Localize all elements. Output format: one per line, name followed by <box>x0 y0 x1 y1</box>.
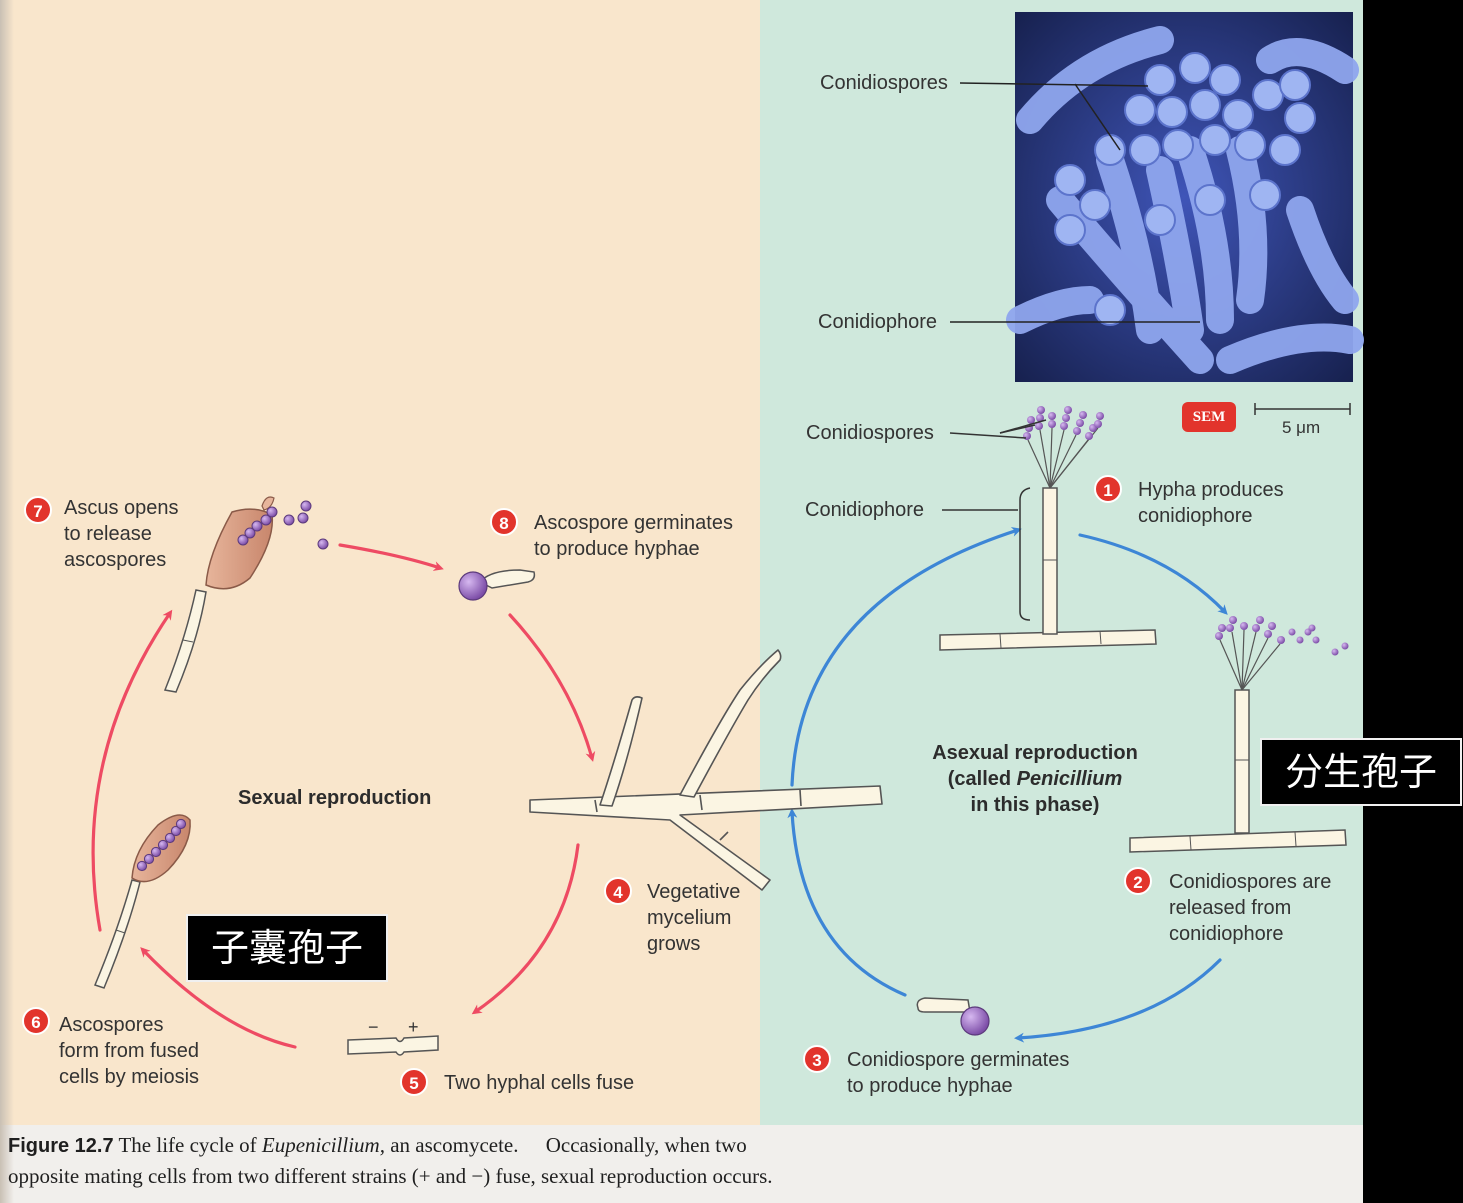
label-micro-conidiophore: Conidiophore <box>818 311 937 333</box>
arrow-4-to-5 <box>471 843 580 1015</box>
ascospore-chinese-label: 子囊孢子 <box>186 914 388 982</box>
vegetative-mycelium <box>529 649 883 891</box>
label-micro-conidiospores: Conidiospores <box>820 72 948 94</box>
scale-bar <box>1254 403 1351 415</box>
figure-title-species: Eupenicillium, <box>261 1133 385 1157</box>
page-fold-shadow <box>0 0 14 1203</box>
step-4-badge: 4 <box>604 877 632 905</box>
arrow-7-to-8 <box>338 543 444 571</box>
figure-title-post: an ascomycete. <box>384 1133 519 1157</box>
step-7-badge: 7 <box>24 496 52 524</box>
arrow-3-to-4 <box>787 808 907 997</box>
step-8-badge: 8 <box>490 508 518 536</box>
arrow-2-to-3 <box>1014 958 1222 1043</box>
germinating-conidiospore <box>916 997 990 1036</box>
caption-body-line-2: opposite mating cells from two different… <box>8 1164 773 1188</box>
arrow-6-to-7 <box>91 609 173 932</box>
step-1-badge: 1 <box>1094 475 1122 503</box>
asexual-reproduction-title: Asexual reproduction (called Penicillium… <box>932 742 1138 816</box>
caption-background <box>0 1125 1363 1203</box>
right-black-margin <box>1363 0 1463 1203</box>
label-drawing-conidiophore: Conidiophore <box>805 499 924 521</box>
figure-number: Figure 12.7 <box>8 1135 114 1157</box>
label-drawing-conidiospores: Conidiospores <box>806 422 934 444</box>
scale-bar-label: 5 μm <box>1282 418 1321 437</box>
sem-micrograph <box>950 12 1364 382</box>
step-5-label: Two hyphal cells fuse <box>444 1072 635 1094</box>
step-5-badge: 5 <box>400 1068 428 1096</box>
arrow-1-to-2 <box>1078 533 1228 615</box>
label-minus-strain: − <box>368 1017 379 1037</box>
step-2-badge: 2 <box>1124 867 1152 895</box>
sem-badge: SEM <box>1182 402 1236 432</box>
ascus-opening <box>163 496 329 693</box>
arrow-8-to-4 <box>508 613 596 762</box>
step-3-badge: 3 <box>803 1045 831 1073</box>
germinating-ascospore <box>458 569 536 601</box>
sexual-reproduction-title: Sexual reproduction <box>238 787 432 809</box>
label-plus-strain: + <box>408 1017 419 1037</box>
step-6-badge: 6 <box>22 1007 50 1035</box>
conidiospore-chinese-label: 分生孢子 <box>1260 738 1462 806</box>
ascus-forming <box>93 814 191 989</box>
caption-body-line-1: Occasionally, when two <box>545 1133 747 1157</box>
figure-caption: Figure 12.7 The life cycle of Eupenicill… <box>8 1130 1348 1191</box>
conidiophore-drawing-1 <box>939 406 1157 651</box>
hyphal-fusion <box>347 1035 439 1056</box>
arrow-4-to-1 <box>790 527 1022 787</box>
conidiophore-drawing-2 <box>1129 616 1349 853</box>
arrow-5-to-6 <box>140 947 297 1049</box>
figure-title-pre: The life cycle of <box>118 1133 262 1157</box>
